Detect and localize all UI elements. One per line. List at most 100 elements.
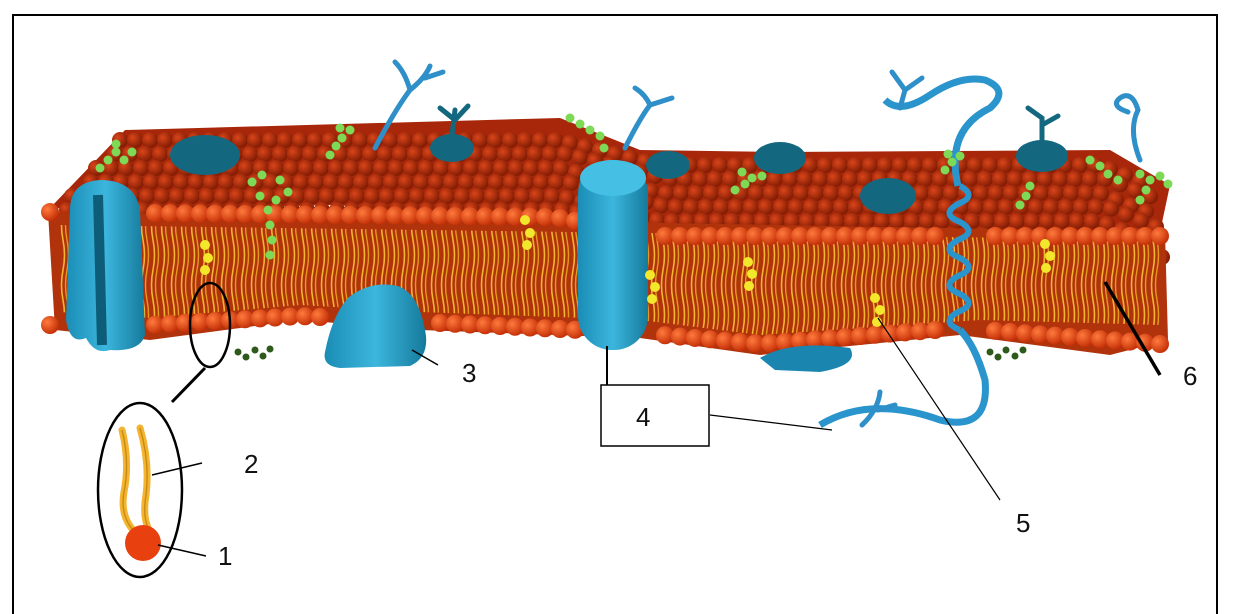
cholesterol-bead	[520, 215, 530, 225]
phospholipid-head	[817, 157, 833, 173]
phospholipid-head	[1073, 199, 1089, 215]
phospholipid-head	[773, 199, 789, 215]
phospholipid-head	[257, 146, 273, 162]
phospholipid-head	[1007, 171, 1023, 187]
glycolipid-bead	[1104, 170, 1113, 179]
phospholipid-head	[907, 157, 923, 173]
phospholipid-head	[148, 160, 164, 176]
phospholipid-head	[527, 146, 543, 162]
phospholipid-head	[1063, 185, 1079, 201]
phospholipid-head	[874, 213, 890, 229]
phospholipid-head	[818, 199, 834, 215]
phospholipid-head	[152, 146, 168, 162]
phospholipid-head	[572, 149, 588, 165]
phospholipid-head	[158, 174, 174, 190]
phospholipid-head	[1048, 185, 1064, 201]
phospholipid-head	[1009, 213, 1025, 229]
phospholipid-head	[137, 146, 153, 162]
cholesterol-bead	[1041, 263, 1051, 273]
glycolipid-bead	[104, 156, 113, 165]
phospholipid-head	[707, 171, 723, 187]
phospholipid-head	[458, 174, 474, 190]
phospholipid-head	[793, 185, 809, 201]
glycolipid-bead	[112, 140, 121, 149]
glycolipid-bead	[576, 120, 585, 129]
phospholipid-head	[1028, 199, 1044, 215]
glycolipid-bead	[272, 196, 281, 205]
cholesterol-bead	[203, 253, 213, 263]
phospholipid-head	[548, 174, 564, 190]
glycolipid-bead	[248, 178, 257, 187]
phospholipid-head	[512, 146, 528, 162]
phospholipid-head	[1082, 171, 1098, 187]
phospholipid-head	[287, 146, 303, 162]
glycolipid-bead	[1136, 170, 1145, 179]
phospholipid-head	[1039, 213, 1055, 229]
phospholipid-head	[1069, 213, 1085, 229]
phospholipid-head	[842, 171, 858, 187]
phospholipid-head	[242, 146, 258, 162]
phospholipid-head	[917, 171, 933, 187]
phospholipid-head	[383, 174, 399, 190]
phospholipid-head	[698, 199, 714, 215]
phospholipid-head	[758, 199, 774, 215]
phospholipid-head	[922, 157, 938, 173]
glycolipid-bead	[266, 221, 275, 230]
phospholipid-head	[454, 188, 470, 204]
phospholipid-head	[398, 174, 414, 190]
phospholipid-head	[994, 213, 1010, 229]
phospholipid-head	[748, 185, 764, 201]
phospholipid-head	[463, 160, 479, 176]
phospholipid-head	[319, 188, 335, 204]
phospholipid-head	[1052, 171, 1068, 187]
phospholipid-head	[926, 227, 944, 245]
glycolipid-bead	[338, 134, 347, 143]
label-3: 3	[462, 358, 476, 388]
phospholipid-head	[428, 174, 444, 190]
phospholipid-head	[238, 160, 254, 176]
phospholipid-head	[127, 132, 143, 148]
phospholipid-head	[1133, 213, 1149, 229]
phospholipid-head	[328, 160, 344, 176]
phospholipid-head	[973, 185, 989, 201]
glycolipid-bead	[738, 168, 747, 177]
phospholipid-head	[1093, 185, 1109, 201]
phospholipid-head	[547, 132, 563, 148]
phospholipid-head	[338, 174, 354, 190]
phospholipid-head	[277, 132, 293, 148]
phospholipid-head	[403, 160, 419, 176]
phospholipid-head	[838, 185, 854, 201]
glycolipid-bead	[586, 126, 595, 135]
phospholipid-head	[142, 132, 158, 148]
glycolipid-bead	[741, 180, 750, 189]
phospholipid-head	[692, 171, 708, 187]
label-6: 6	[1183, 361, 1197, 391]
phospholipid-head	[862, 157, 878, 173]
glycolipid-bead	[264, 206, 273, 215]
phospholipid-head	[323, 174, 339, 190]
glycolipid-bead	[566, 114, 575, 123]
phospholipid-head	[533, 174, 549, 190]
phospholipid-head	[313, 160, 329, 176]
cholesterol-bead	[744, 281, 754, 291]
phospholipid-head	[1058, 199, 1074, 215]
phospholipid-head	[518, 174, 534, 190]
glycolipid-bead	[112, 148, 121, 157]
phospholipid-head	[992, 171, 1008, 187]
phospholipid-head	[358, 160, 374, 176]
phospholipid-head	[379, 188, 395, 204]
glycolipid-bead	[1086, 156, 1095, 165]
label-2: 2	[244, 449, 258, 479]
phospholipid-head	[1103, 201, 1119, 217]
glycolipid-bead	[256, 192, 265, 201]
phospholipid-head	[968, 199, 984, 215]
cholesterol-bead	[1045, 251, 1055, 261]
glycolipid-bead	[941, 166, 950, 175]
phospholipid-head	[1043, 199, 1059, 215]
glycolipid-bead	[948, 158, 957, 167]
transmembrane-protein-4	[578, 160, 648, 350]
glycolipid-bead	[1016, 201, 1025, 210]
glycolipid-bead	[346, 126, 355, 135]
phospholipid-head	[743, 199, 759, 215]
